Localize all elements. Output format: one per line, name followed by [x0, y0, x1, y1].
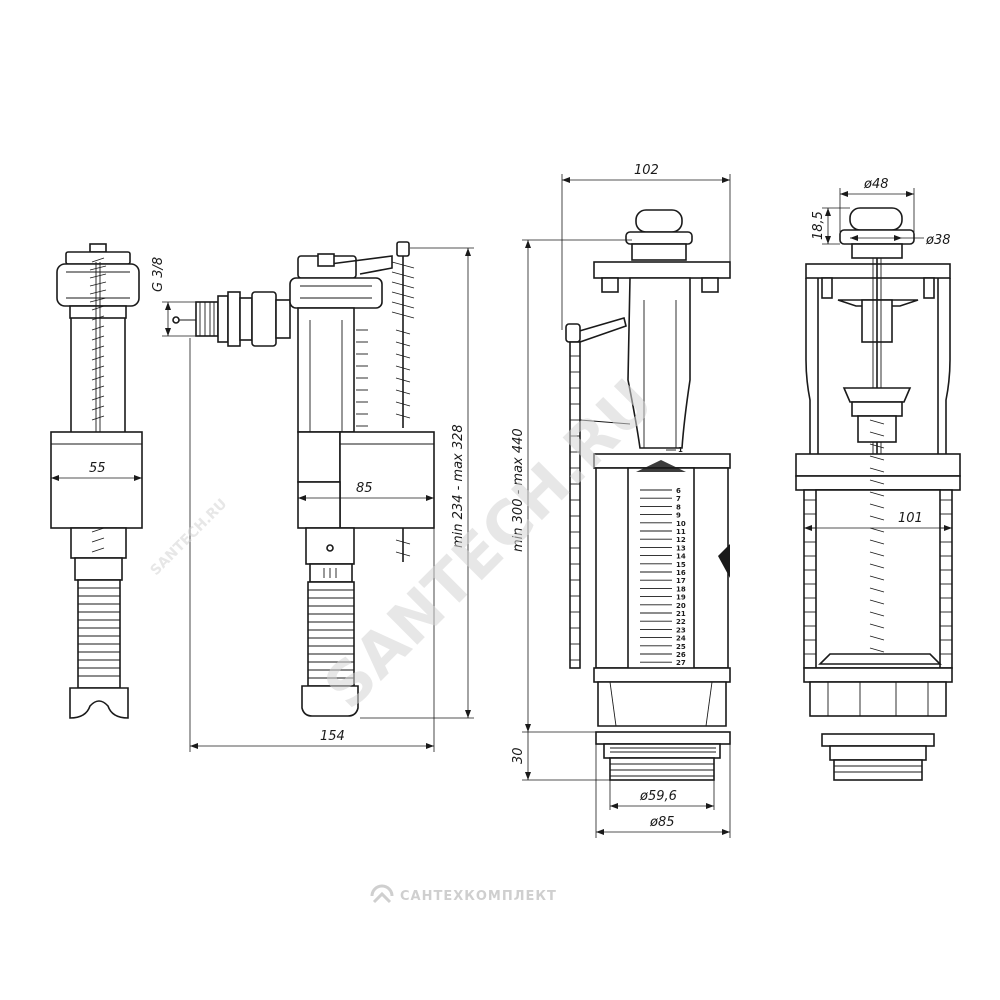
- dimension-thread-diameter: ø59,6: [609, 780, 715, 810]
- scale-top-label: 1: [678, 446, 683, 454]
- dimension-fill-height: min 234 - max 328: [360, 247, 474, 719]
- button-height-label: 18,5: [811, 211, 826, 240]
- fill-valve-front-view: [50, 243, 143, 719]
- scale-label: 24: [676, 635, 686, 643]
- scale-label: 13: [676, 544, 686, 552]
- scale-label: 8: [676, 503, 681, 511]
- fill-height-label: min 234 - max 328: [451, 424, 466, 548]
- watermark-small-diagonal: SANTECH.RU: [148, 496, 231, 579]
- flush-spring: [869, 419, 885, 653]
- dimension-button-inner-diameter: ø38: [850, 233, 951, 248]
- dim-30-label: 30: [511, 747, 526, 764]
- thread-diameter-label: ø59,6: [639, 789, 677, 804]
- dimension-30: 30: [511, 732, 610, 781]
- scale-label: 7: [676, 495, 681, 503]
- scale-label: 21: [676, 610, 686, 618]
- scale-label: 6: [676, 487, 681, 495]
- scale-label: 17: [676, 577, 686, 585]
- scale-label: 25: [676, 643, 686, 651]
- dimension-base-diameter: ø85: [595, 744, 731, 838]
- flush-valve-front-view: 1 67891011121314151617181920212223242526…: [565, 209, 731, 781]
- dimension-button-height: 18,5: [811, 207, 850, 245]
- button-inner-diameter-label: ø38: [925, 233, 951, 248]
- dimension-55: 55: [51, 461, 142, 481]
- dimension-flush-height: min 300 - max 440: [511, 239, 632, 733]
- flush-height-label: min 300 - max 440: [511, 428, 526, 552]
- dim-85-label: 85: [356, 481, 373, 496]
- scale-label: 15: [676, 561, 686, 569]
- base-diameter-label: ø85: [649, 815, 675, 830]
- dim-102-label: 102: [634, 163, 659, 178]
- dimension-102: 102: [561, 163, 731, 330]
- dimension-85: 85: [298, 481, 434, 501]
- scale-label: 11: [676, 528, 686, 536]
- thread-label: G 3/8: [151, 257, 166, 292]
- scale-label: 9: [676, 512, 681, 520]
- fill-valve-side-view: [172, 241, 435, 717]
- dimension-101: 101: [804, 511, 952, 531]
- corrugated-tube: [77, 579, 121, 689]
- scale-label: 20: [676, 602, 686, 610]
- footer-text: САНТЕХКОМПЛЕКТ: [400, 889, 557, 904]
- flush-valve-side-view: [795, 207, 961, 781]
- scale-label: 19: [676, 594, 686, 602]
- dimension-thread: G 3/8: [151, 257, 196, 337]
- scale: 1: [666, 446, 683, 454]
- dim-154-label: 154: [320, 729, 345, 744]
- scale-label: 12: [676, 536, 686, 544]
- dim-101-label: 101: [898, 511, 923, 526]
- float-spring: [89, 257, 107, 432]
- dimension-154: 154: [189, 338, 435, 752]
- scale-label: 22: [676, 618, 686, 626]
- level-rack: [569, 341, 581, 669]
- scale-label: 27: [676, 659, 686, 667]
- scale-label: 18: [676, 585, 686, 593]
- footer-logo: САНТЕХКОМПЛЕКТ: [370, 884, 557, 904]
- scale-label: 23: [676, 626, 686, 634]
- button-diameter-label: ø48: [863, 177, 889, 192]
- dim-55-label: 55: [89, 461, 106, 476]
- scale-label: 16: [676, 569, 686, 577]
- dimension-button-diameter: ø48: [839, 177, 915, 232]
- column-ribs: [356, 329, 368, 427]
- scale-label: 26: [676, 651, 686, 659]
- scale-label: 10: [676, 520, 686, 528]
- scale-label: 14: [676, 553, 686, 561]
